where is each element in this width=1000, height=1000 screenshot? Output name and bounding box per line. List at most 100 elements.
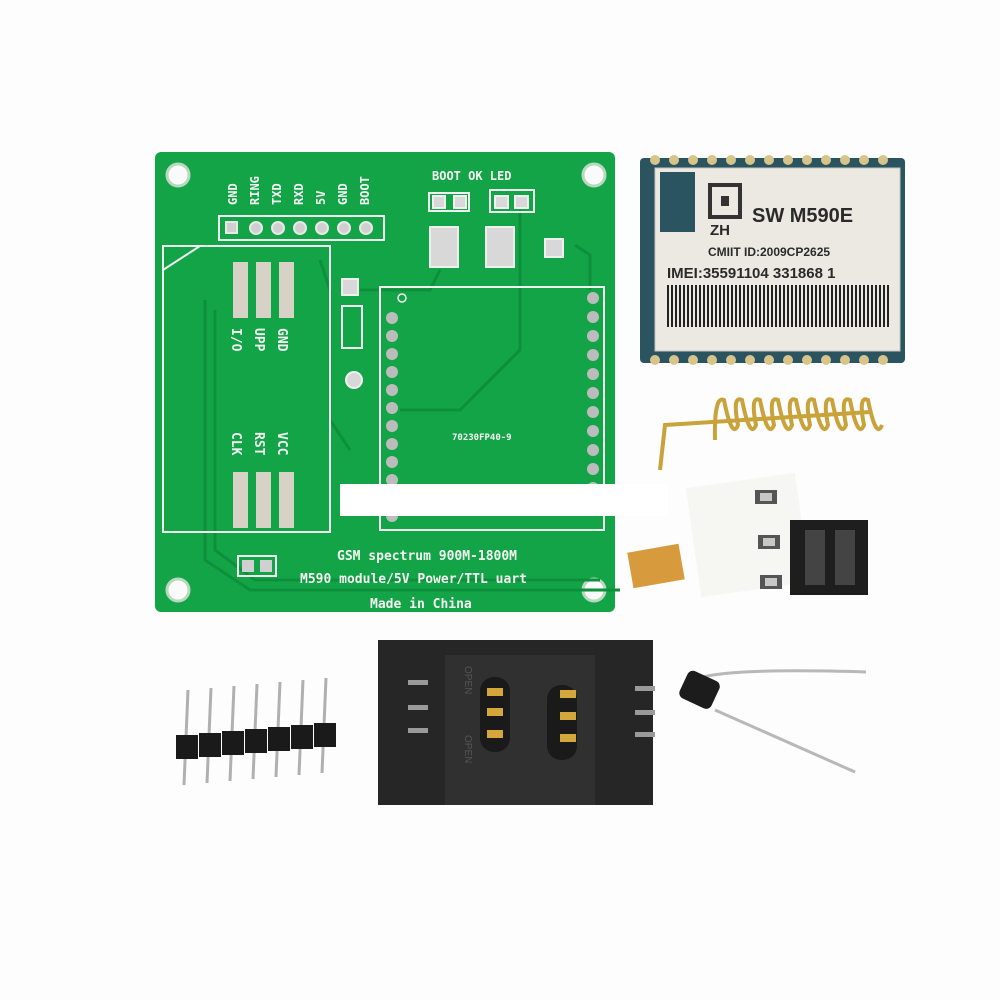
module-model: SW M590E: [752, 205, 853, 227]
module-pin: [821, 355, 831, 365]
module-pin: [840, 355, 850, 365]
barcode-bar: [843, 285, 845, 327]
module-pin: [726, 355, 736, 365]
module-pad: [587, 387, 599, 399]
sim-pad-label: I/O: [228, 328, 243, 352]
barcode-bar: [711, 285, 713, 327]
module-pin: [783, 355, 793, 365]
barcode-bar: [887, 285, 889, 327]
barcode-bar: [871, 285, 873, 327]
module-pad: [386, 348, 398, 360]
module-pad: [386, 456, 398, 468]
header-label: GND: [226, 183, 240, 205]
barcode-bar: [727, 285, 729, 327]
sim-open-label: OPEN: [462, 735, 473, 763]
pin-header: [176, 677, 336, 786]
chip-marking: 70230FP40-9: [452, 433, 512, 443]
module-pad: [587, 425, 599, 437]
header-label: TXD: [270, 183, 284, 205]
barcode-bar: [807, 285, 809, 327]
module-pad: [587, 349, 599, 361]
antenna-spring: [658, 397, 884, 471]
module-imei: IMEI:35591104 331868 1: [667, 265, 835, 282]
module-pin: [878, 355, 888, 365]
barcode-bar: [839, 285, 841, 327]
module-pad: [587, 330, 599, 342]
diode: [679, 669, 867, 774]
module-pad: [386, 330, 398, 342]
barcode-bar: [699, 285, 701, 327]
header-body: [291, 725, 313, 749]
barcode-bar: [847, 285, 849, 327]
barcode-bar: [691, 285, 693, 327]
barcode-bar: [875, 285, 877, 327]
barcode-bar: [683, 285, 685, 327]
barcode-bar: [695, 285, 697, 327]
sim-pad-label: CLK: [228, 432, 243, 456]
header-body: [314, 723, 336, 747]
barcode-bar: [775, 285, 777, 327]
barcode-bar: [855, 285, 857, 327]
barcode-bar: [879, 285, 881, 327]
barcode-bar: [883, 285, 885, 327]
watermark-patch: [340, 484, 668, 516]
pcb-text-line3: Made in China: [370, 597, 472, 612]
small-components: [627, 472, 868, 598]
barcode-bar: [787, 285, 789, 327]
header-label: GND: [336, 183, 350, 205]
module-pad: [386, 420, 398, 432]
header-body: [245, 729, 267, 753]
module-pin: [707, 355, 717, 365]
barcode-bar: [735, 285, 737, 327]
barcode-bar: [679, 285, 681, 327]
barcode-bar: [671, 285, 673, 327]
module-pad: [587, 311, 599, 323]
barcode-bar: [827, 285, 829, 327]
module-pin: [688, 355, 698, 365]
module-pin: [840, 155, 850, 165]
barcode-bar: [751, 285, 753, 327]
barcode-bar: [823, 285, 825, 327]
barcode-bar: [799, 285, 801, 327]
module-pin: [802, 355, 812, 365]
barcode-bar: [851, 285, 853, 327]
module-pin: [650, 155, 660, 165]
barcode-bar: [835, 285, 837, 327]
header-body: [268, 727, 290, 751]
barcode-bar: [675, 285, 677, 327]
header-label: RING: [248, 176, 262, 205]
barcode-bar: [731, 285, 733, 327]
header-label: BOOT: [358, 176, 372, 205]
module-pin: [669, 155, 679, 165]
barcode-bar: [803, 285, 805, 327]
barcode-bar: [739, 285, 741, 327]
sim-pad-label: GND: [274, 328, 289, 352]
module-pin: [821, 155, 831, 165]
module-pad: [386, 384, 398, 396]
module-pin: [669, 355, 679, 365]
module-pin: [764, 355, 774, 365]
module-pin: [783, 155, 793, 165]
sim-pad-label: RST: [251, 432, 266, 456]
barcode-bar: [791, 285, 793, 327]
barcode-bar: [771, 285, 773, 327]
barcode-bar: [743, 285, 745, 327]
barcode-bar: [759, 285, 761, 327]
module-pin: [859, 155, 869, 165]
barcode-bar: [859, 285, 861, 327]
module-cmiit: CMIIT ID:2009CP2625: [708, 245, 830, 259]
barcode-bar: [747, 285, 749, 327]
pcb-text-line2: M590 module/5V Power/TTL uart: [300, 572, 527, 587]
module-pad: [386, 402, 398, 414]
module-pad: [386, 366, 398, 378]
header-body: [176, 735, 198, 759]
barcode-bar: [703, 285, 705, 327]
barcode-bar: [755, 285, 757, 327]
module-logo: ZH: [710, 222, 730, 239]
barcode-bar: [783, 285, 785, 327]
module-pin: [802, 155, 812, 165]
module-pad: [587, 368, 599, 380]
barcode-bar: [767, 285, 769, 327]
module-pad: [587, 463, 599, 475]
